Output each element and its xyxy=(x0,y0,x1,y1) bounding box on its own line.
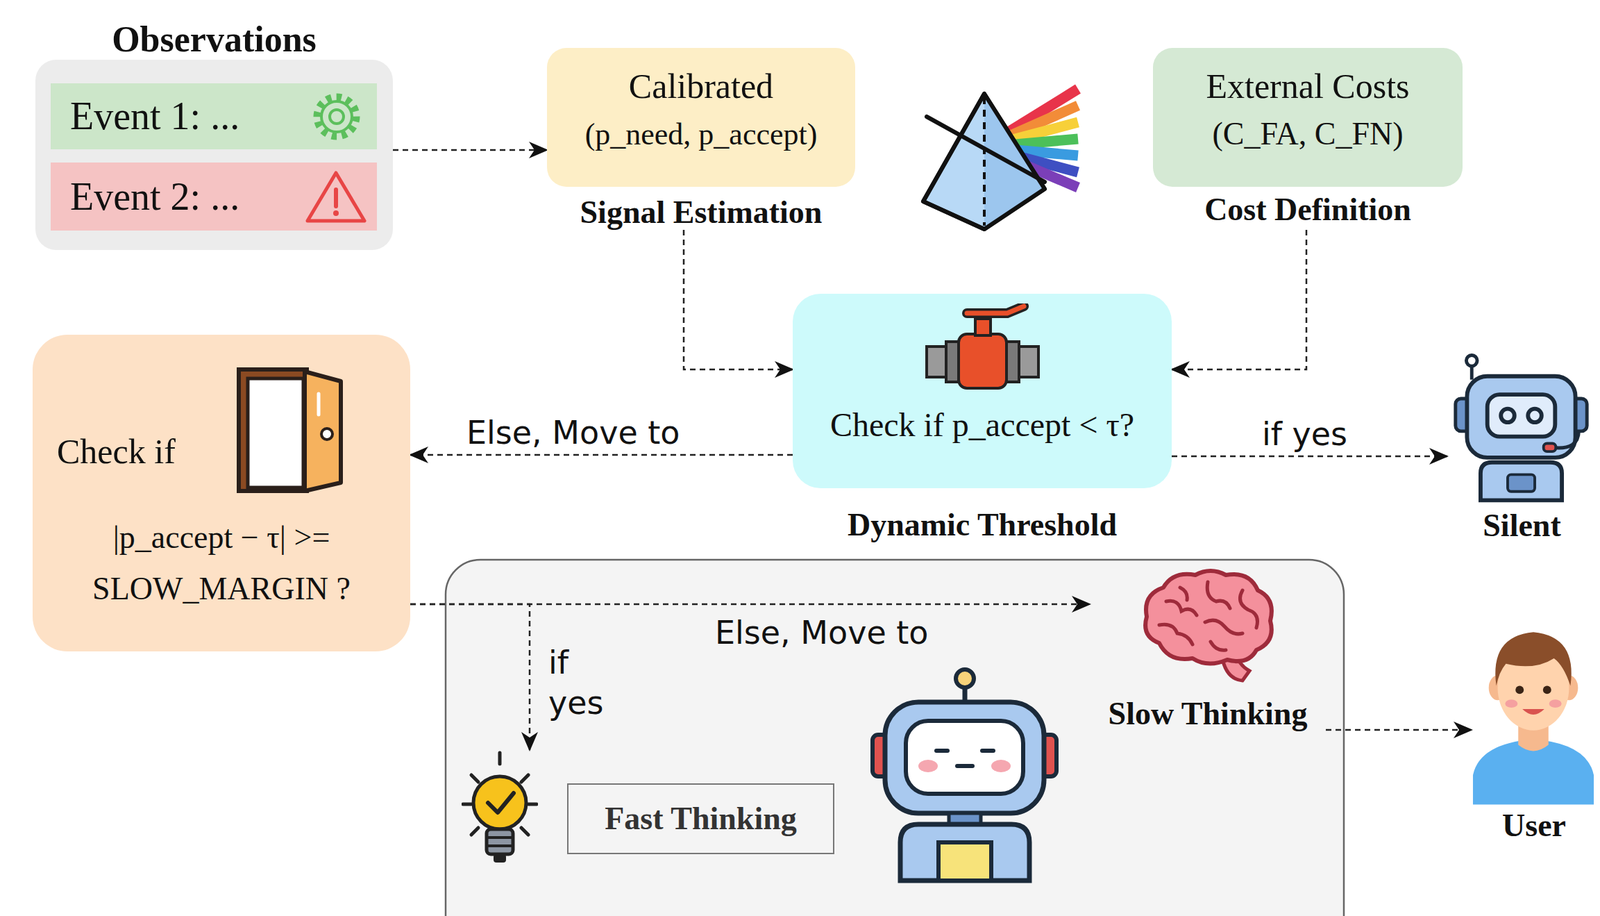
dashed-connector xyxy=(683,229,793,370)
process-box: Calibrated (p_need, p_accept) Signal Estim… xyxy=(546,47,856,230)
process-box: External Costs (C_FA, C_FN) Cost Definitio… xyxy=(1152,47,1463,230)
edge-label: if yes xyxy=(548,642,625,723)
warning-icon xyxy=(304,168,368,225)
node-text: User xyxy=(1471,807,1597,844)
robot-illustration xyxy=(872,669,1057,881)
node-text: Event 1: ... xyxy=(70,83,307,150)
dashed-connector xyxy=(1325,728,1472,731)
bulb-icon xyxy=(461,749,538,868)
valve-icon xyxy=(925,303,1040,391)
prism-icon xyxy=(923,88,1079,230)
fast-thinking: Fast Thinking xyxy=(461,749,837,868)
group-panel xyxy=(445,559,1344,916)
node-text: Event 2: ... xyxy=(70,162,307,231)
node-text: |p_accept − τ| >= SLOW_MARGIN ? xyxy=(46,511,397,615)
margin-check-box: Check if |p_accept − τ| >= SLOW_MARGIN ? xyxy=(32,334,411,652)
node-text: Dynamic Threshold xyxy=(792,507,1172,543)
node-text: Slow Thinking xyxy=(1089,695,1326,732)
dashed-connector xyxy=(410,603,1090,606)
node-text: (C_FA, C_FN) xyxy=(1159,114,1456,154)
dashed-connector xyxy=(1171,229,1307,370)
node-text: Check if p_accept < τ? xyxy=(801,403,1164,447)
node-text: Check if xyxy=(56,430,231,473)
node-text: Calibrated xyxy=(553,65,849,107)
user-icon xyxy=(1471,621,1596,806)
dashed-connector xyxy=(392,149,547,152)
decision-box: Check if p_accept < τ? Dynamic Threshold xyxy=(792,293,1172,545)
event-box: Event 1: ... xyxy=(50,83,377,150)
node-text: Observations xyxy=(35,19,393,60)
node-text: Signal Estimation xyxy=(546,195,856,230)
edge-label: if yes xyxy=(1261,415,1429,453)
dashed-connector xyxy=(410,603,530,750)
edge-label: Else, Move to xyxy=(714,613,1007,652)
edge-label: Else, Move to xyxy=(466,413,759,452)
dashed-connector xyxy=(1171,455,1448,458)
brain-icon xyxy=(1138,566,1278,685)
silent-agent: Silent xyxy=(1447,347,1597,549)
node-text: (p_need, p_accept) xyxy=(553,115,849,154)
robot-icon xyxy=(1450,351,1593,503)
slow-thinking: Slow Thinking xyxy=(1089,563,1326,738)
node-text: Fast Thinking xyxy=(567,782,835,854)
dashed-connector xyxy=(410,453,793,457)
node-text: External Costs xyxy=(1159,65,1456,107)
user: User xyxy=(1471,621,1597,851)
door-icon xyxy=(235,365,347,495)
event-box: Event 2: ... xyxy=(50,162,377,231)
observations-group: Observations Event 1: ... Event 2: ... xyxy=(35,19,393,250)
node-text: Cost Definition xyxy=(1152,192,1463,227)
gear-icon xyxy=(308,88,365,145)
node-text: Silent xyxy=(1447,508,1597,543)
